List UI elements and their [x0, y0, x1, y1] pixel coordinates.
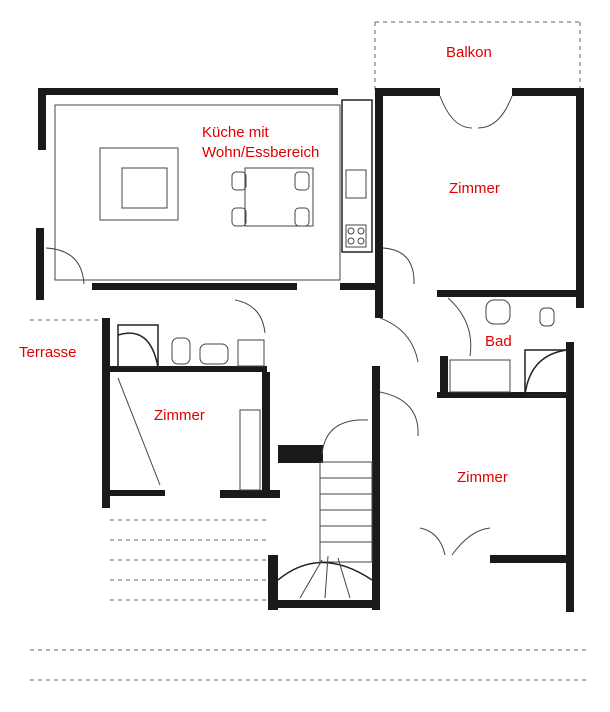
balcony-outline: [374, 21, 581, 90]
cabinet: [117, 377, 261, 491]
label-bad: Bad: [485, 333, 512, 350]
terrace-outline: [30, 319, 590, 681]
kitchen-furniture: [54, 99, 373, 281]
label-terrasse: Terrasse: [19, 344, 77, 361]
label-zimmer-unten-rechts: Zimmer: [457, 469, 508, 486]
label-kueche-line1: Küche mit: [202, 124, 269, 141]
label-zimmer-oben-rechts: Zimmer: [449, 180, 500, 197]
label-balkon: Balkon: [446, 44, 492, 61]
bathroom-fixtures: [117, 299, 568, 396]
exterior-walls: [36, 88, 584, 612]
label-kueche-line2: Wohn/Essbereich: [202, 144, 320, 161]
doors: [45, 95, 513, 556]
stairs: [110, 461, 373, 601]
label-zimmer-mitte-links: Zimmer: [154, 407, 205, 424]
